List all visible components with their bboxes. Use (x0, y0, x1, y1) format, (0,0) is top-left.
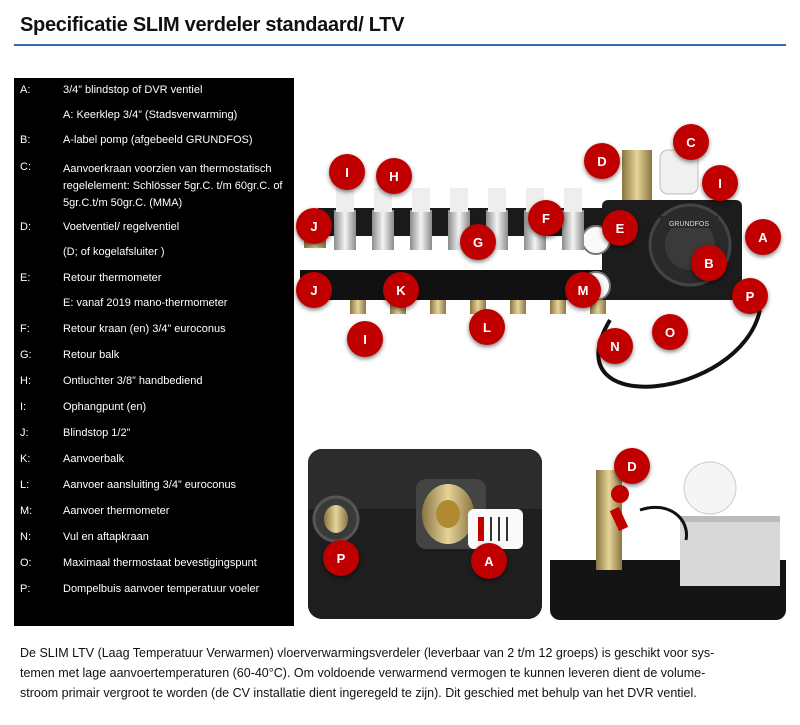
marker-h: H (376, 158, 412, 194)
marker-o: O (652, 314, 688, 350)
legend-panel: A:3/4” blindstop of DVR ventiel A: Keerk… (14, 78, 294, 626)
detail-marker-p: P (323, 540, 359, 576)
marker-i-top: I (329, 154, 365, 190)
marker-j-bottom: J (296, 272, 332, 308)
marker-i-right: I (702, 165, 738, 201)
marker-n: N (597, 328, 633, 364)
detail-photo-left (308, 449, 542, 619)
marker-f: F (528, 200, 564, 236)
marker-e: E (602, 210, 638, 246)
marker-l: L (469, 309, 505, 345)
marker-k: K (383, 272, 419, 308)
detail-right-illustration (550, 461, 786, 620)
marker-a: A (745, 219, 781, 255)
marker-d: D (584, 143, 620, 179)
marker-g: G (460, 224, 496, 260)
pump-brand-label: GRUNDFOS (669, 221, 709, 228)
description-paragraph: De SLIM LTV (Laag Temperatuur Verwarmen)… (20, 646, 715, 700)
detail-marker-a: A (471, 543, 507, 579)
marker-j-top: J (296, 208, 332, 244)
marker-c: C (673, 124, 709, 160)
title-divider (14, 44, 786, 46)
marker-b: B (691, 245, 727, 281)
marker-i-bottom: I (347, 321, 383, 357)
detail-marker-d: D (614, 448, 650, 484)
page-title: Specificatie SLIM verdeler standaard/ LT… (20, 14, 405, 36)
detail-left-illustration (308, 449, 542, 619)
detail-photo-right (550, 460, 786, 620)
marker-m: M (565, 272, 601, 308)
marker-p: P (732, 278, 768, 314)
